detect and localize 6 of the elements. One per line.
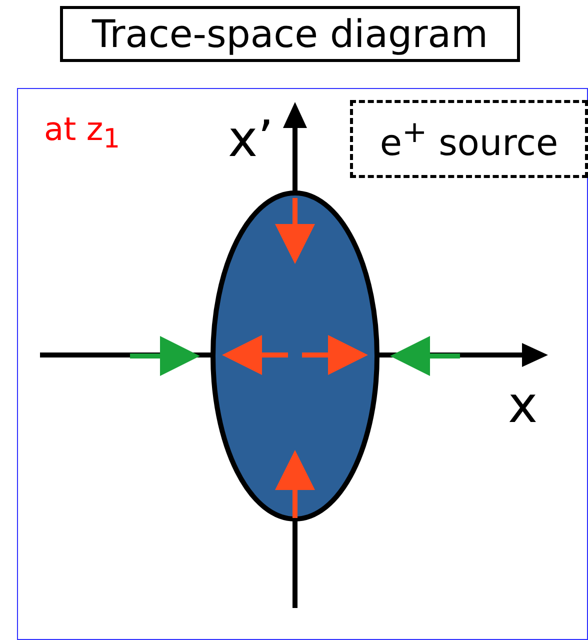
axis-label: x’ xyxy=(228,112,274,167)
title-box: Trace-space diagram xyxy=(60,6,520,62)
axis-label: x xyxy=(508,378,538,433)
phase-space-ellipse xyxy=(210,190,380,522)
source-box: e$^{+}$ source xyxy=(350,100,588,178)
position-label: at z$_{1}$ xyxy=(44,112,120,154)
